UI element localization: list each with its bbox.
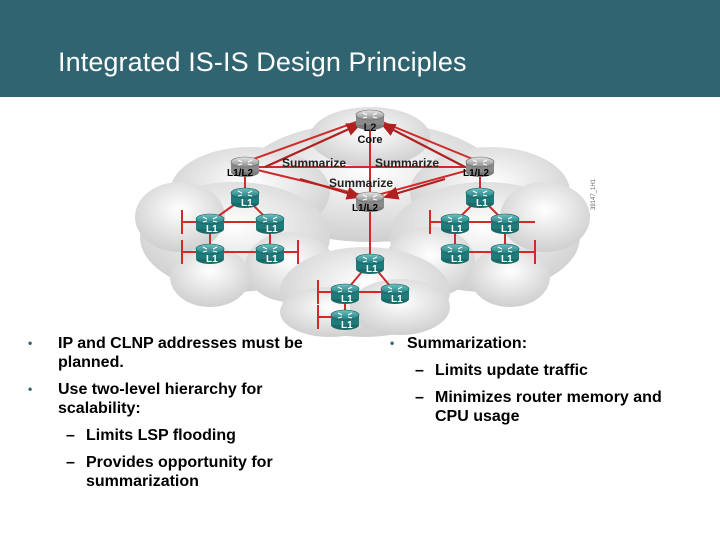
figure-code: 39147_1H1 — [591, 178, 597, 210]
router-label: L1 — [501, 224, 513, 235]
router-label: L1/L2 — [352, 203, 379, 214]
sub-text: Limits update traffic — [435, 362, 588, 379]
l1-router: L1 — [490, 213, 520, 235]
l1-router: L1 — [230, 187, 260, 209]
right-bullet-list: • Summarization: – Limits update traffic… — [390, 334, 690, 434]
l1-router: L1 — [380, 283, 410, 305]
router-label: L1 — [341, 294, 353, 305]
l1-router: L1 — [330, 283, 360, 305]
router-label: L1 — [206, 224, 218, 235]
bullet-text: Use two-level hierarchy for scalability: — [58, 381, 263, 417]
l1l2-router-right: L1/L2 — [463, 156, 495, 179]
left-bullet-list: • IP and CLNP addresses must be planned.… — [28, 334, 318, 499]
l1-router: L1 — [255, 213, 285, 235]
l1-router: L1 — [195, 243, 225, 265]
router-label: L1 — [266, 224, 278, 235]
list-item: • Summarization: — [390, 334, 690, 353]
bullet-glyph: • — [28, 336, 33, 350]
l1-router: L1 — [465, 187, 495, 209]
sub-text: Provides opportunity for summarization — [86, 454, 273, 490]
l1l2-router-left: L1/L2 — [227, 156, 260, 179]
l1-router: L1 — [490, 243, 520, 265]
router-label: L1 — [366, 264, 378, 275]
bullet-glyph: • — [390, 336, 395, 350]
l1-router: L1 — [355, 253, 385, 275]
sub-list-item: – Limits LSP flooding — [28, 426, 318, 445]
summarize-label-right: Summarize — [375, 156, 439, 170]
list-item: • Use two-level hierarchy for scalabilit… — [28, 380, 318, 418]
slide-title: Integrated IS-IS Design Principles — [58, 47, 467, 77]
router-label: L1 — [241, 198, 253, 209]
core-level-label: L2 — [364, 122, 377, 134]
summarize-label-bottom: Summarize — [329, 176, 393, 190]
router-label: L1 — [501, 254, 513, 265]
bullet-text: IP and CLNP addresses must be planned. — [58, 335, 303, 371]
core-router — [355, 109, 385, 130]
left-area-cloud — [135, 182, 335, 307]
sub-text: Limits LSP flooding — [86, 427, 236, 444]
dash-glyph: – — [415, 389, 424, 406]
core-role-label: Core — [357, 134, 382, 146]
bullet-text: Summarization: — [407, 335, 528, 352]
router-label: L1 — [476, 198, 488, 209]
router-label: L1 — [391, 294, 403, 305]
list-item: • IP and CLNP addresses must be planned. — [28, 334, 318, 372]
title-banner: Integrated IS-IS Design Principles — [0, 0, 720, 97]
router-label: L1/L2 — [463, 168, 490, 179]
router-label: L1 — [266, 254, 278, 265]
router-label: L1 — [341, 320, 353, 331]
sub-list-item: – Provides opportunity for summarization — [28, 453, 318, 491]
l1-router: L1 — [440, 243, 470, 265]
l1-router: L1 — [440, 213, 470, 235]
router-label: L1 — [206, 254, 218, 265]
router-label: L1 — [451, 254, 463, 265]
dash-glyph: – — [66, 454, 75, 471]
router-label: L1/L2 — [227, 168, 254, 179]
summarize-label-left: Summarize — [282, 156, 346, 170]
dash-glyph: – — [66, 427, 75, 444]
summarize-arrows — [264, 122, 466, 200]
l1-router: L1 — [330, 309, 360, 331]
l1-router: L1 — [195, 213, 225, 235]
sub-text: Minimizes router memory and CPU usage — [435, 389, 662, 425]
sub-list-item: – Minimizes router memory and CPU usage — [390, 388, 690, 426]
router-label: L1 — [451, 224, 463, 235]
bullet-glyph: • — [28, 382, 33, 396]
l1-router: L1 — [255, 243, 285, 265]
sub-list-item: – Limits update traffic — [390, 361, 690, 380]
l1l2-router-center: L1/L2 — [352, 191, 385, 214]
dash-glyph: – — [415, 362, 424, 379]
